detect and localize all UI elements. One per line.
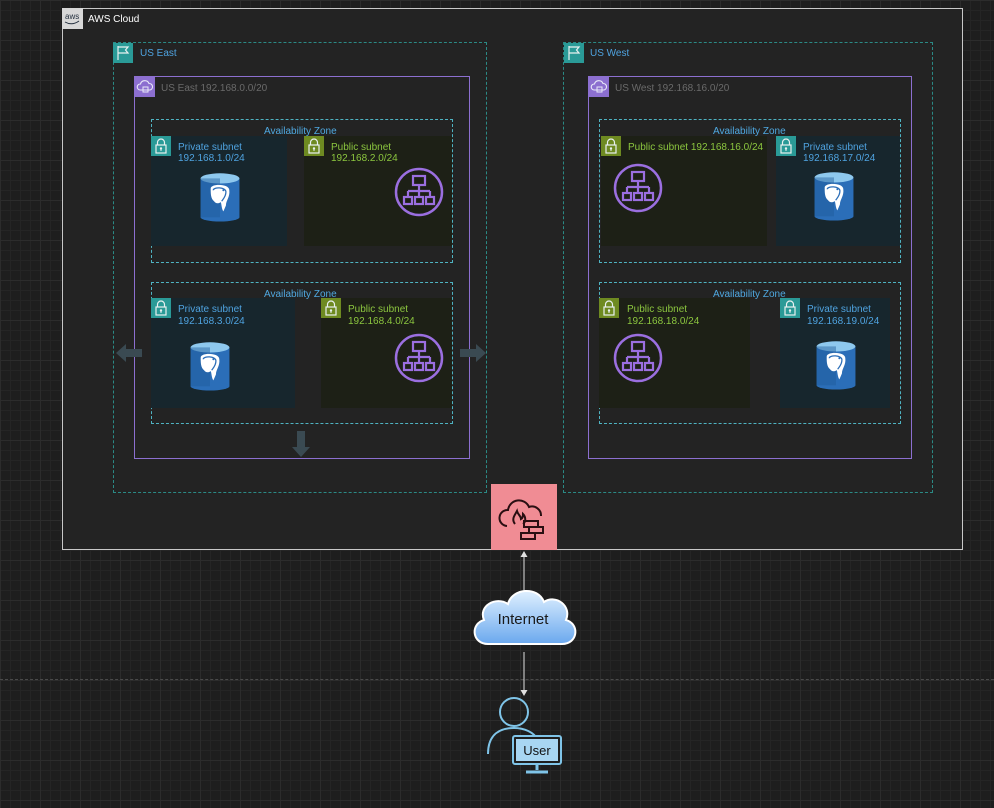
aws-cloud-label: AWS Cloud — [88, 14, 140, 25]
load-balancer-icon — [393, 332, 445, 384]
user-icon[interactable] — [484, 694, 566, 776]
az-label: Availability Zone — [264, 126, 337, 137]
lock-icon — [321, 298, 341, 318]
arrow-down-icon — [292, 431, 310, 457]
subnet-cidr: 192.168.2.0/24 — [331, 153, 398, 164]
public-subnet-west-16 — [601, 136, 767, 246]
availability-zone-west-1 — [599, 119, 901, 263]
subnet-title: Private subnet — [178, 142, 242, 153]
region-us-west — [563, 42, 933, 493]
arrow-right-icon — [460, 344, 486, 362]
region-flag-icon — [113, 43, 133, 63]
lock-icon — [304, 136, 324, 156]
subnet-cidr: 192.168.17.0/24 — [803, 153, 876, 164]
region-flag-icon — [564, 43, 584, 63]
subnet-title: Private subnet — [807, 304, 871, 315]
lock-icon — [151, 298, 171, 318]
subnet-cidr: 192.168.4.0/24 — [348, 316, 415, 327]
az-label: Availability Zone — [713, 126, 786, 137]
vpc-label-us-east: US East 192.168.0.0/20 — [161, 83, 268, 94]
subnet-title: Private subnet — [178, 304, 242, 315]
az-label: Availability Zone — [713, 289, 786, 300]
vpc-icon — [589, 77, 609, 97]
region-label-us-west: US West — [590, 48, 630, 59]
lock-icon — [151, 136, 171, 156]
subnet-title: Public subnet 192.168.16.0/24 — [628, 142, 764, 153]
load-balancer-icon — [612, 162, 664, 214]
aws-logo-icon: aws — [62, 8, 83, 29]
lock-icon — [776, 136, 796, 156]
svg-text:aws: aws — [65, 12, 79, 21]
vpc-us-east — [134, 76, 470, 459]
subnet-title: Public subnet — [331, 142, 392, 153]
separator-line — [0, 679, 994, 680]
lock-icon — [780, 298, 800, 318]
internet-label: Internet — [497, 611, 549, 628]
postgresql-database-icon — [198, 170, 242, 224]
internet-cloud-icon — [473, 590, 577, 645]
postgresql-database-icon — [188, 338, 232, 394]
postgresql-database-icon — [814, 337, 858, 393]
postgresql-database-icon — [812, 168, 856, 224]
subnet-cidr: 192.168.18.0/24 — [627, 316, 700, 327]
firewall-node[interactable] — [491, 484, 557, 550]
subnet-title: Private subnet — [803, 142, 867, 153]
lock-icon — [599, 298, 619, 318]
subnet-cidr: 192.168.3.0/24 — [178, 316, 245, 327]
subnet-cidr: 192.168.1.0/24 — [178, 153, 245, 164]
region-us-east — [113, 42, 487, 493]
aws-cloud-group — [62, 8, 963, 550]
lock-icon — [601, 136, 621, 156]
subnet-title: Public subnet — [348, 304, 409, 315]
arrow-left-icon — [116, 344, 142, 362]
vpc-us-west — [588, 76, 912, 459]
vpc-icon — [135, 77, 155, 97]
vpc-label-us-west: US West 192.168.16.0/20 — [615, 83, 730, 94]
load-balancer-icon — [393, 166, 445, 218]
public-subnet-west-18 — [599, 298, 750, 408]
firewall-icon — [498, 499, 544, 540]
user-label: User — [523, 743, 551, 758]
region-label-us-east: US East — [140, 48, 177, 59]
az-label: Availability Zone — [264, 289, 337, 300]
public-subnet-east-4 — [321, 298, 452, 408]
load-balancer-icon — [612, 332, 664, 384]
subnet-title: Public subnet — [627, 304, 688, 315]
subnet-cidr: 192.168.19.0/24 — [807, 316, 880, 327]
